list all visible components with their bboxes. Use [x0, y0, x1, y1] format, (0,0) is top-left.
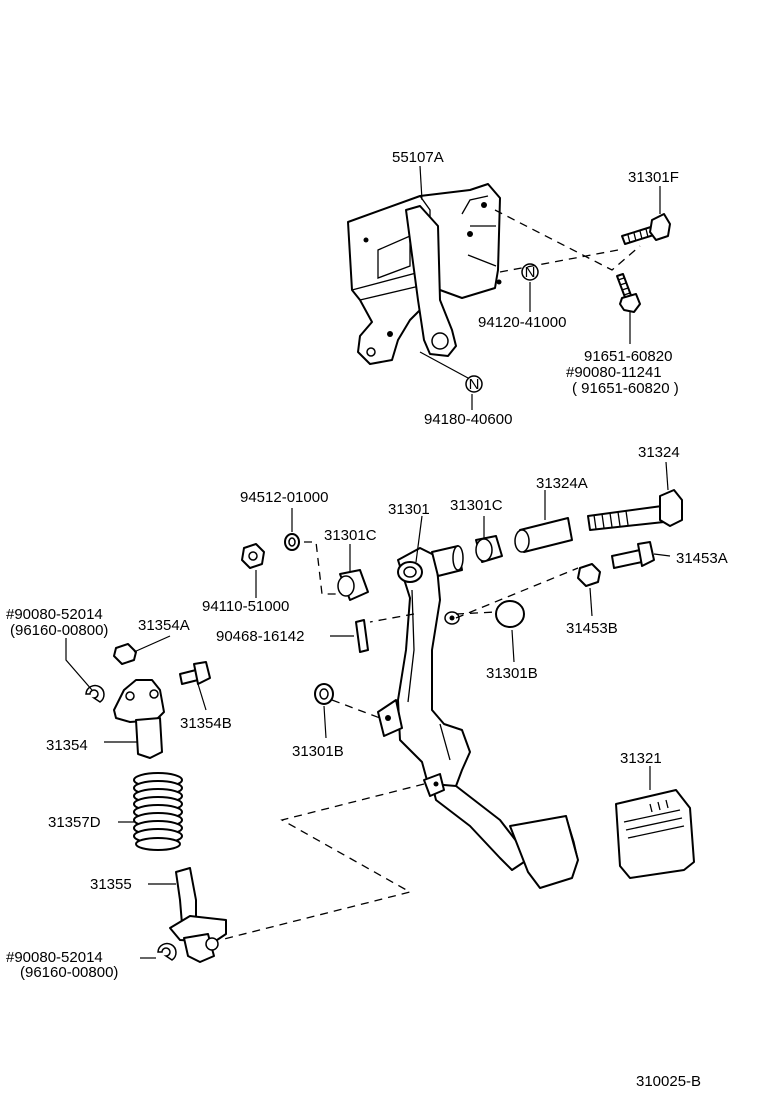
clip-90080-52014-top: [85, 684, 105, 703]
leader-31301: [415, 515, 423, 563]
pedal-pad: [615, 789, 695, 879]
label-31453B: 31453B: [566, 620, 618, 637]
label-90080-11241: #90080-11241: [566, 364, 662, 381]
label-31354A: 31354A: [138, 617, 190, 634]
washer-94512: [284, 533, 300, 551]
label-31301F: 31301F: [628, 169, 679, 186]
bolt-91651-60820: [616, 273, 641, 313]
leader-31301B-left: [323, 705, 327, 739]
leader-31354B: [197, 683, 207, 711]
label-31301: 31301: [388, 501, 430, 518]
leader-31354A: [133, 635, 171, 653]
spring-seat-bolt-31354B: [179, 661, 211, 685]
leader-90080-top: [65, 638, 93, 691]
pedal-stopper-31301B-right: [495, 600, 525, 628]
label-31301C-top: 31301C: [450, 497, 503, 514]
spring-seat-bolt-31354A: [113, 643, 137, 665]
nut-marker-94180: N: [465, 375, 483, 393]
label-91651-60820-alt: ( 91651-60820 ): [572, 380, 679, 397]
label-31324A: 31324A: [536, 475, 588, 492]
label-31301C-left: 31301C: [324, 527, 377, 544]
assembly-line-assist-spring: [219, 783, 425, 941]
nut-31453B: [577, 563, 601, 587]
label-55107A: 55107A: [392, 149, 444, 166]
label-31355: 31355: [90, 876, 132, 893]
label-96160-00800-bottom: (96160-00800): [20, 964, 118, 981]
assembly-line-clip: [369, 613, 415, 623]
bolt-31453A: [611, 541, 655, 569]
label-31301B-right: 31301B: [486, 665, 538, 682]
pedal-support-bracket: [347, 183, 502, 365]
bushing-31301C-right: [475, 535, 503, 563]
leader-31453B: [589, 587, 593, 617]
nut-94110: [241, 543, 265, 569]
label-31453A: 31453A: [676, 550, 728, 567]
label-90468-16142: 90468-16142: [216, 628, 304, 645]
label-90080-52014-top: #90080-52014: [6, 606, 103, 623]
label-90080-52014-bottom: #90080-52014: [6, 949, 103, 966]
label-94512-01000: 94512-01000: [240, 489, 328, 506]
label-31301B-left: 31301B: [292, 743, 344, 760]
pivot-collar-31324A: [514, 517, 573, 553]
bolt-31301F: [621, 213, 671, 245]
bushing-31301C-left: [337, 569, 369, 601]
clutch-pedal-arm: [377, 545, 579, 889]
assembly-line-bracket-bolt: [494, 209, 641, 271]
label-31321: 31321: [620, 750, 662, 767]
label-31354: 31354: [46, 737, 88, 754]
leader-94180-b: [419, 351, 469, 379]
nut-marker-icon: N: [525, 264, 536, 281]
assembly-line-stopper: [455, 611, 497, 615]
assembly-line-nut-31453B: [455, 567, 579, 619]
label-96160-00800-top: (96160-00800): [10, 622, 108, 639]
label-31354B: 31354B: [180, 715, 232, 732]
label-31357D: 31357D: [48, 814, 101, 831]
leader-31301B-right: [511, 629, 515, 663]
pivot-bolt-31324: [587, 489, 683, 531]
assembly-line-stopper-left: [331, 699, 381, 719]
turn-over-spring-seat-31354: [113, 679, 165, 759]
clip-90468: [355, 619, 369, 653]
diagram-id: 310025-B: [636, 1073, 701, 1090]
label-94180-40600: 94180-40600: [424, 411, 512, 428]
label-94120-41000: 94120-41000: [478, 314, 566, 331]
leader-31324: [665, 461, 669, 491]
label-91651-60820: 91651-60820: [584, 348, 672, 365]
pedal-stopper-31301B-left: [314, 683, 334, 705]
turn-over-spring-rod-31355: [169, 867, 227, 963]
label-94110-51000: 94110-51000: [202, 598, 289, 615]
nut-marker-94120: N: [521, 263, 539, 281]
leader-55107A: [419, 165, 423, 201]
leader-31453A: [653, 553, 671, 557]
turn-over-spring-31357D: [133, 772, 183, 851]
nut-marker-icon: N: [469, 376, 480, 393]
label-31324: 31324: [638, 444, 680, 461]
clip-90080-52014-bottom: [157, 942, 177, 961]
assembly-line-bracket-nut: [499, 249, 619, 273]
assembly-line-nut-bushing: [304, 541, 342, 595]
